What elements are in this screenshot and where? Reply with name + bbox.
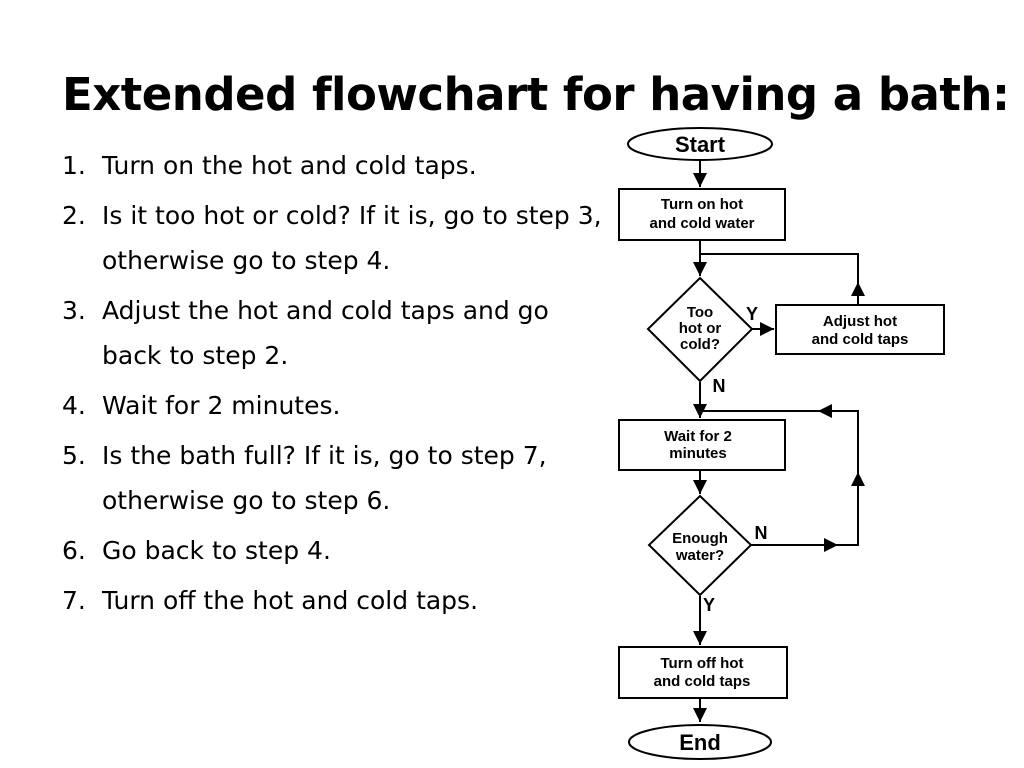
slide-title: Extended flowchart for having a bath: (62, 68, 1010, 121)
step-number: 2. (62, 201, 86, 230)
water-no-label: N (755, 523, 768, 543)
bath-flowchart: Start Turn on hot and cold water Too hot… (618, 127, 945, 760)
step-text: Is the bath full? If it is, go to step 7… (102, 441, 547, 515)
water-decision-line1: Enough (672, 530, 728, 547)
step-number: 7. (62, 586, 86, 615)
water-decision-line2: water? (675, 547, 724, 564)
temp-no-label: N (713, 376, 726, 396)
end-terminal (628, 724, 772, 760)
water-decision (647, 494, 753, 597)
temp-decision-line3: cold? (680, 336, 720, 353)
connector-water-loop-up (838, 474, 859, 546)
turn-on-process (618, 188, 786, 241)
step-text: Turn off the hot and cold taps. (102, 586, 479, 615)
end-label: End (679, 730, 721, 755)
step-number: 4. (62, 391, 86, 420)
step-item: 4. Wait for 2 minutes. (62, 383, 602, 428)
step-number: 3. (62, 296, 86, 325)
step-text: Wait for 2 minutes. (102, 391, 341, 420)
temp-yes-label: Y (746, 304, 758, 324)
connector-water-loop-top (836, 410, 859, 472)
start-terminal (627, 127, 773, 161)
step-item: 6. Go back to step 4. (62, 528, 602, 573)
step-number: 6. (62, 536, 86, 565)
step-item: 2. Is it too hot or cold? If it is, go t… (62, 193, 602, 283)
adjust-label-line1: Adjust hot (823, 313, 897, 330)
step-text: Go back to step 4. (102, 536, 331, 565)
step-number: 1. (62, 151, 86, 180)
water-yes-label: Y (703, 595, 715, 615)
step-number: 5. (62, 441, 86, 470)
adjust-label-line2: and cold taps (812, 331, 909, 348)
temp-decision-line2: hot or (679, 320, 722, 337)
step-item: 5. Is the bath full? If it is, go to ste… (62, 433, 602, 523)
turn-off-process (618, 646, 788, 699)
wait-process (618, 419, 786, 471)
connector-adjust-loop-back (700, 253, 859, 282)
step-item: 7. Turn off the hot and cold taps. (62, 578, 602, 623)
step-item: 1. Turn on the hot and cold taps. (62, 143, 602, 188)
temp-decision-line1: Too (687, 304, 713, 321)
step-text: Is it too hot or cold? If it is, go to s… (102, 201, 602, 275)
step-text: Turn on the hot and cold taps. (102, 151, 477, 180)
step-text: Adjust the hot and cold taps and go back… (102, 296, 549, 370)
adjust-process (775, 304, 945, 355)
step-item: 3. Adjust the hot and cold taps and go b… (62, 288, 602, 378)
start-label: Start (675, 132, 726, 157)
flow-connectors (693, 160, 865, 722)
turn-on-label-line1: Turn on hot (661, 196, 743, 213)
wait-label-line2: minutes (669, 445, 727, 462)
turn-off-label-line2: and cold taps (654, 673, 751, 690)
wait-label-line1: Wait for 2 (664, 428, 732, 445)
turn-off-label-line1: Turn off hot (660, 655, 743, 672)
turn-on-label-line2: and cold water (649, 215, 754, 232)
steps-list: 1. Turn on the hot and cold taps. 2. Is … (62, 143, 602, 628)
temp-decision (646, 276, 754, 383)
